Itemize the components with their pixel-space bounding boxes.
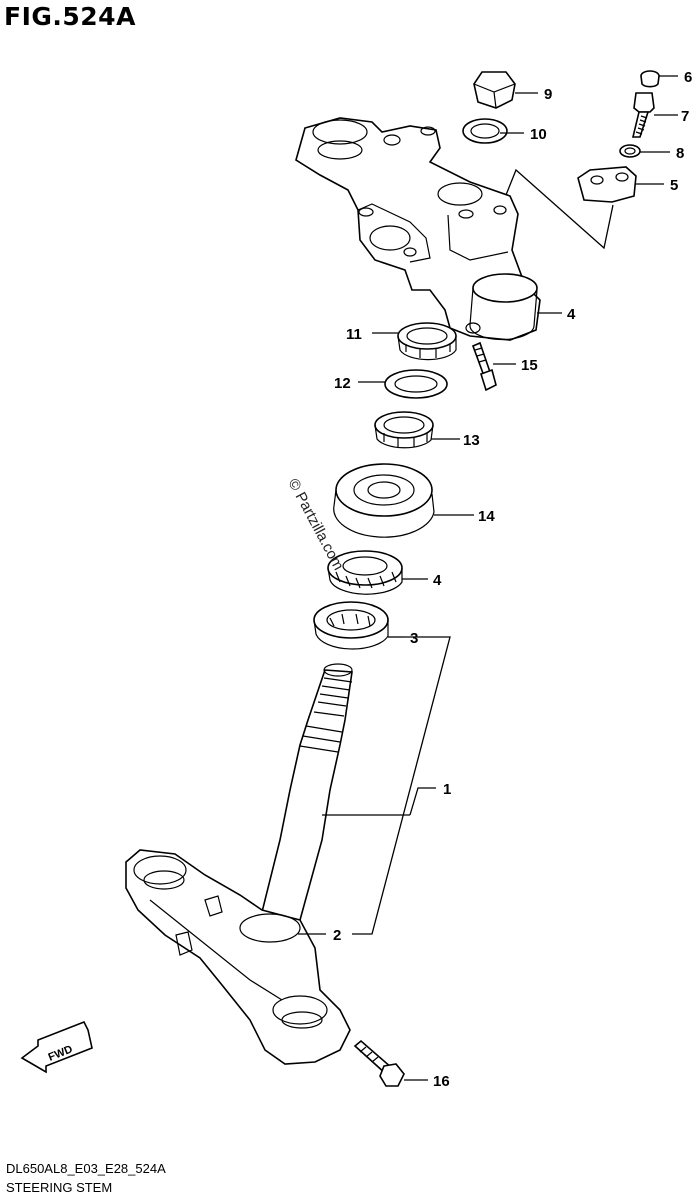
callout-10[interactable]: 10 <box>530 126 547 143</box>
upper-bracket[interactable] <box>295 117 541 341</box>
part-16-bolt[interactable] <box>353 1039 405 1087</box>
part-15-bolt[interactable] <box>471 341 497 392</box>
part-4-bearing-upper[interactable] <box>327 550 403 595</box>
callout-13[interactable]: 13 <box>463 432 480 449</box>
holder-guide-line <box>505 168 614 250</box>
callout-8[interactable]: 8 <box>676 145 684 162</box>
callout-4-upper[interactable]: 4 <box>567 306 576 323</box>
part-14-dust-seal[interactable] <box>333 463 435 538</box>
leader-lines <box>298 75 678 1081</box>
callout-12[interactable]: 12 <box>334 375 351 392</box>
model-code: DL650AL8_E03_E28_524A <box>6 1161 166 1176</box>
callout-3[interactable]: 3 <box>410 630 418 647</box>
fwd-arrow: FWD <box>20 1020 93 1074</box>
callout-4-lower[interactable]: 4 <box>433 572 442 589</box>
callout-1[interactable]: 1 <box>443 781 451 798</box>
part-5-holder[interactable] <box>577 166 637 203</box>
callout-11[interactable]: 11 <box>346 326 362 343</box>
part-8-washer[interactable] <box>619 144 641 158</box>
callout-2[interactable]: 2 <box>333 927 341 944</box>
callout-5[interactable]: 5 <box>670 177 678 194</box>
part-6-cap[interactable] <box>640 70 660 88</box>
part-13-adjust-nut[interactable] <box>374 411 434 449</box>
callout-16[interactable]: 16 <box>433 1073 450 1090</box>
callout-6[interactable]: 6 <box>684 69 692 86</box>
figure-title: FIG.524A <box>4 2 136 31</box>
part-7-bolt[interactable] <box>631 92 655 138</box>
figure-name: STEERING STEM <box>6 1180 113 1195</box>
part-3-bearing-lower[interactable] <box>313 601 389 650</box>
part-10-washer[interactable] <box>462 118 508 144</box>
callout-7[interactable]: 7 <box>681 108 689 125</box>
callout-labels: 9 6 7 10 8 5 4 11 15 12 13 14 4 3 1 2 16 <box>333 69 692 1090</box>
part-9-cap-nut[interactable] <box>473 71 516 109</box>
callout-15[interactable]: 15 <box>521 357 538 374</box>
part-12-washer[interactable] <box>384 369 448 399</box>
callout-14[interactable]: 14 <box>478 508 495 525</box>
callout-9[interactable]: 9 <box>544 86 552 103</box>
part-11-lock-nut[interactable] <box>397 322 457 361</box>
part-1-steering-stem[interactable] <box>125 663 353 1065</box>
